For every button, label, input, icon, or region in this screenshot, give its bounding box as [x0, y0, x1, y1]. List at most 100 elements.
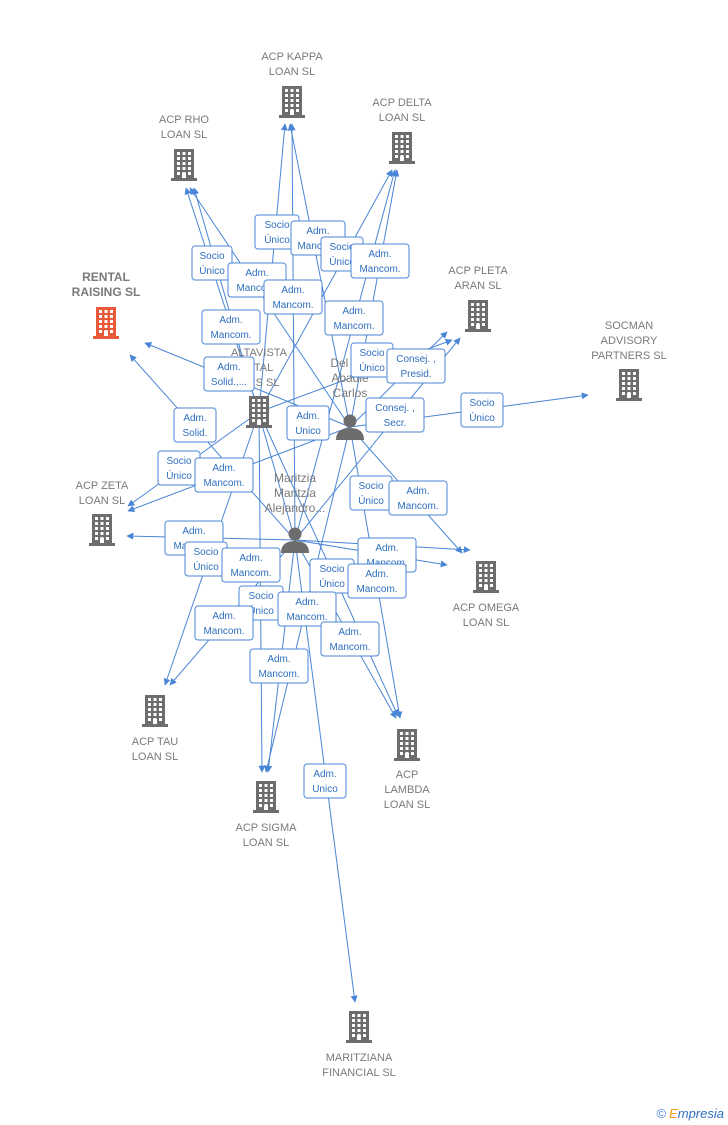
- role-label-line: Mancom.: [297, 241, 338, 252]
- company-name-line: LOAN SL: [161, 129, 207, 141]
- relationship-edge: [258, 169, 393, 413]
- role-label-line: Adm.: [368, 249, 391, 260]
- relationship-role-label[interactable]: Adm.Mancom.: [263, 279, 323, 315]
- relationship-role-label[interactable]: Adm.Mancom.: [249, 648, 309, 684]
- role-label-line: Adm.: [365, 569, 388, 580]
- relationship-role-label[interactable]: Adm.Mancom.: [324, 300, 384, 336]
- building-icon: [89, 514, 115, 546]
- relationship-edge: [294, 169, 397, 541]
- role-label-line: Mancom.: [356, 584, 397, 595]
- building-icon: [616, 369, 642, 401]
- relationship-role-label[interactable]: Adm. Mancom.: [221, 547, 281, 583]
- company-node-tau[interactable]: ACP TAU LOAN SL: [132, 695, 179, 763]
- company-name-line: ACP RHO: [159, 114, 209, 126]
- relationship-role-label[interactable]: Consej. ,Presid.: [386, 348, 446, 384]
- role-label-line: Mancom.: [397, 501, 438, 512]
- company-node-maritziana[interactable]: MARITZIANA FINANCIAL SL: [322, 1011, 396, 1079]
- copyright-icon: ©: [656, 1106, 667, 1121]
- company-name-line: SOCMAN: [605, 320, 653, 332]
- building-icon: [473, 561, 499, 593]
- role-label-line: Solid.: [182, 428, 207, 439]
- building-icon: [346, 1011, 372, 1043]
- company-name-line: LOAN SL: [132, 751, 178, 763]
- relationship-edge: [129, 354, 296, 541]
- role-label-line: Adm.: [217, 362, 240, 373]
- role-label-line: Mancom.: [359, 264, 400, 275]
- role-label-line: Adm.: [342, 306, 365, 317]
- company-name-line: ACP: [396, 769, 419, 781]
- building-icon: [246, 396, 272, 428]
- relationship-role-label[interactable]: Adm.Mancom.: [277, 591, 337, 627]
- role-label-line: Mancom.: [203, 626, 244, 637]
- role-label-line: Socio: [469, 398, 494, 409]
- relationship-edge: [288, 123, 296, 541]
- company-name-line: LOAN SL: [243, 837, 289, 849]
- company-name-line: FINANCIAL SL: [322, 1067, 396, 1079]
- building-icon: [465, 300, 491, 332]
- relationship-role-label[interactable]: Adm. Mancom.: [320, 621, 380, 657]
- role-label-line: Adm.: [281, 285, 304, 296]
- role-label-line: Adm.: [406, 486, 429, 497]
- role-label-line: Presid.: [400, 369, 431, 380]
- relationship-role-label[interactable]: Adm. Mancom.: [388, 480, 448, 516]
- role-label-line: Adm.: [239, 553, 262, 564]
- company-node-pleta[interactable]: ACP PLETA ARAN SL: [448, 265, 508, 332]
- relationship-role-label[interactable]: Adm.Solid.: [173, 407, 217, 443]
- relationship-role-label[interactable]: Adm.Solid.,...: [203, 356, 255, 392]
- role-label-line: Único: [166, 469, 192, 482]
- relationship-role-label[interactable]: Adm.Mancom.: [201, 309, 261, 345]
- person-node-maritzia[interactable]: MaritziaMaritziaAlejandro...: [265, 471, 326, 553]
- relationship-role-label[interactable]: Adm. Mancom.: [350, 243, 410, 279]
- company-name-line: ACP KAPPA: [261, 51, 323, 63]
- role-label-line: Adm.: [313, 769, 336, 780]
- company-name-line: RAISING SL: [72, 285, 141, 299]
- relationship-role-label[interactable]: Adm. Mancom.: [194, 457, 254, 493]
- company-name-line: ACP PLETA: [448, 265, 508, 277]
- role-label-line: Socio: [359, 348, 384, 359]
- role-label-line: Mancom.: [230, 568, 271, 579]
- role-label-line: Mancom.: [236, 283, 277, 294]
- brand-footer[interactable]: ©Empresia: [656, 1106, 724, 1121]
- role-label-line: Secr.: [384, 418, 407, 429]
- company-name-line: ACP DELTA: [372, 97, 432, 109]
- relationship-role-label[interactable]: Adm.Mancom.: [194, 605, 254, 641]
- edge-labels-layer: SocioÚnicoAdm.Mancom.SocioÚnicoAdm.Manco…: [157, 214, 504, 799]
- company-node-kappa[interactable]: ACP KAPPA LOAN SL: [261, 51, 323, 118]
- role-label-line: Socio: [319, 564, 344, 575]
- person-name-line: Alejandro...: [265, 501, 326, 515]
- company-name-line: ARAN SL: [454, 280, 501, 292]
- relationship-role-label[interactable]: Consej. ,Secr.: [365, 397, 425, 433]
- role-label-line: Único: [248, 604, 274, 617]
- company-node-rho[interactable]: ACP RHO LOAN SL: [159, 114, 209, 181]
- company-node-sigma[interactable]: ACP SIGMA LOAN SL: [236, 781, 298, 849]
- relationship-role-label[interactable]: Adm. Mancom.: [347, 563, 407, 599]
- role-label-line: Mancom.: [329, 642, 370, 653]
- role-label-line: Adm.: [212, 463, 235, 474]
- role-label-line: Mancom.: [203, 478, 244, 489]
- role-label-line: Adm.: [338, 627, 361, 638]
- relationship-role-label[interactable]: Adm.Unico: [303, 763, 347, 799]
- company-name-line: RENTAL: [82, 270, 130, 284]
- company-name-line: MARITZIANA: [326, 1052, 393, 1064]
- company-name-line: LOAN SL: [269, 66, 315, 78]
- role-label-line: Unico: [295, 426, 321, 437]
- company-name-line: ACP TAU: [132, 736, 179, 748]
- role-label-line: Único: [469, 411, 495, 424]
- company-name-line: ACP SIGMA: [236, 822, 298, 834]
- company-name-line: LOAN SL: [379, 112, 425, 124]
- company-node-delta[interactable]: ACP DELTA LOAN SL: [372, 97, 432, 164]
- relationship-role-label[interactable]: Adm.Unico: [286, 405, 330, 441]
- relationship-edge: [349, 169, 400, 428]
